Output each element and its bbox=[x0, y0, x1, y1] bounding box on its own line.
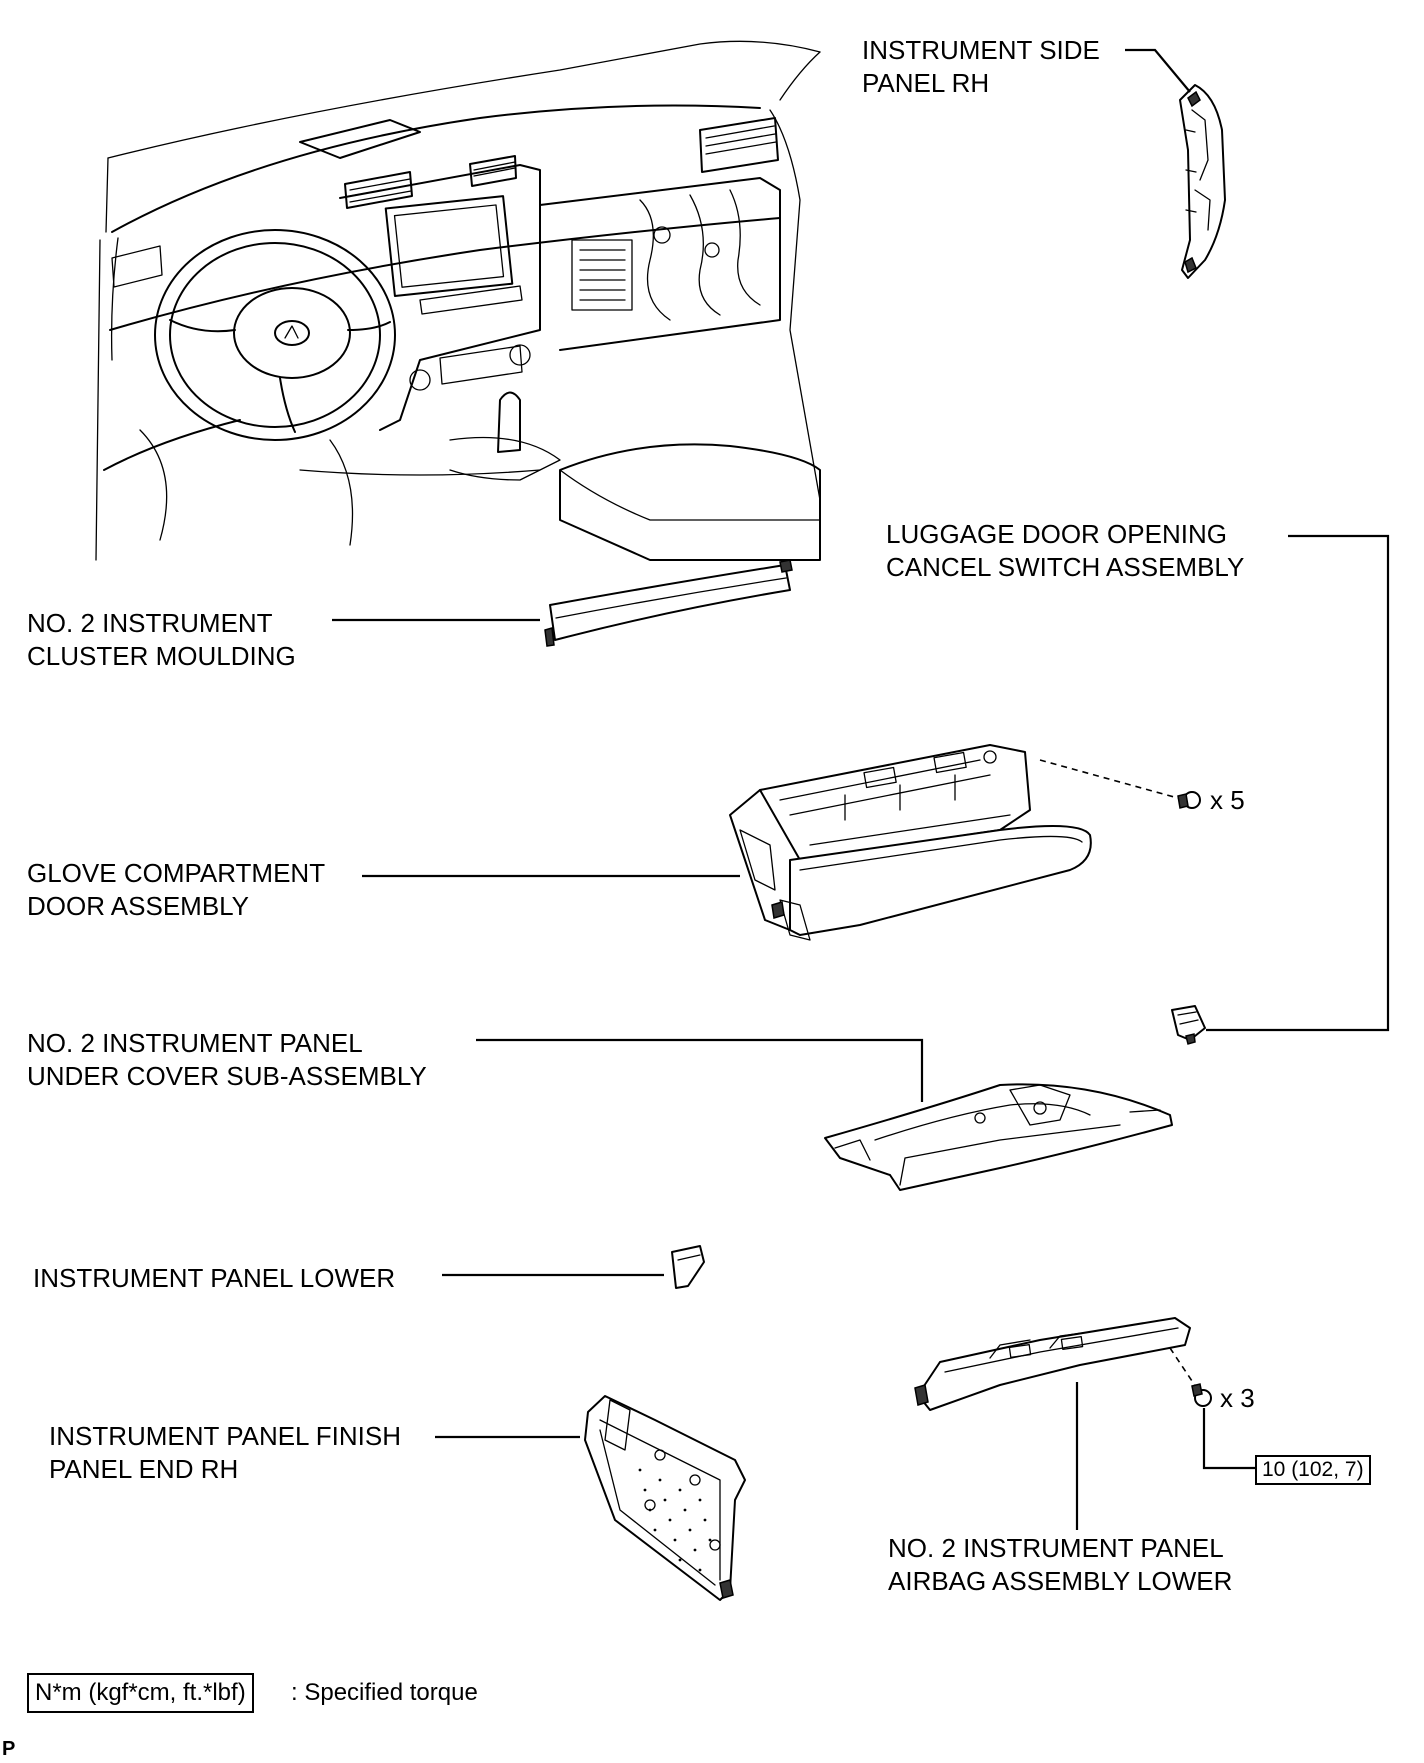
callout-instrument-panel-lower: INSTRUMENT PANEL LOWER bbox=[33, 1262, 395, 1295]
airbag-bolt-icon bbox=[1191, 1383, 1212, 1407]
callout-line: CANCEL SWITCH ASSEMBLY bbox=[886, 552, 1245, 582]
callout-no2-under-cover: NO. 2 INSTRUMENT PANEL UNDER COVER SUB-A… bbox=[27, 1027, 427, 1093]
torque-unit-legend-box: N*m (kgf*cm, ft.*lbf) bbox=[27, 1673, 254, 1713]
callout-line: INSTRUMENT SIDE bbox=[862, 35, 1100, 65]
callout-instrument-side-panel-rh: INSTRUMENT SIDE PANEL RH bbox=[862, 34, 1100, 100]
no2-airbag-assembly-lower-part bbox=[914, 1317, 1191, 1411]
torque-legend-description: : Specified torque bbox=[291, 1679, 478, 1706]
no2-under-cover-part bbox=[824, 1083, 1173, 1191]
callout-no2-cluster-moulding: NO. 2 INSTRUMENT CLUSTER MOULDING bbox=[27, 607, 296, 673]
callout-line: NO. 2 INSTRUMENT PANEL bbox=[27, 1028, 363, 1058]
callout-no2-airbag-assembly-lower: NO. 2 INSTRUMENT PANEL AIRBAG ASSEMBLY L… bbox=[888, 1532, 1232, 1598]
callout-finish-panel-end-rh: INSTRUMENT PANEL FINISH PANEL END RH bbox=[49, 1420, 401, 1486]
glove-screw-quantity: x 5 bbox=[1210, 785, 1245, 815]
instrument-panel-lower-part bbox=[671, 1245, 705, 1289]
dashboard-overview-illustration bbox=[95, 40, 821, 561]
callout-line: INSTRUMENT PANEL LOWER bbox=[33, 1263, 396, 1293]
callout-line: NO. 2 INSTRUMENT PANEL bbox=[888, 1533, 1224, 1563]
callout-line: UNDER COVER SUB-ASSEMBLY bbox=[27, 1061, 427, 1091]
airbag-bolt-quantity: x 3 bbox=[1220, 1383, 1255, 1413]
callout-line: INSTRUMENT PANEL FINISH bbox=[49, 1421, 402, 1451]
airbag-bolt-torque-box: 10 (102, 7) bbox=[1255, 1455, 1371, 1485]
callout-line: DOOR ASSEMBLY bbox=[27, 891, 250, 921]
callout-line: AIRBAG ASSEMBLY LOWER bbox=[888, 1566, 1233, 1596]
callout-line: PANEL RH bbox=[862, 68, 990, 98]
finish-panel-end-rh-part bbox=[584, 1395, 746, 1601]
page-mark: P bbox=[2, 1738, 16, 1760]
callout-line: NO. 2 INSTRUMENT bbox=[27, 608, 273, 638]
no2-cluster-moulding-part bbox=[544, 559, 793, 647]
callout-line: CLUSTER MOULDING bbox=[27, 641, 296, 671]
callout-luggage-door-cancel-switch: LUGGAGE DOOR OPENING CANCEL SWITCH ASSEM… bbox=[886, 518, 1244, 584]
instrument-side-panel-rh-part bbox=[1179, 84, 1226, 279]
callout-line: LUGGAGE DOOR OPENING bbox=[886, 519, 1227, 549]
glove-compartment-door-part bbox=[729, 744, 1092, 941]
callout-line: GLOVE COMPARTMENT bbox=[27, 858, 326, 888]
luggage-door-cancel-switch-part bbox=[1171, 1005, 1206, 1045]
callout-glove-compartment-door: GLOVE COMPARTMENT DOOR ASSEMBLY bbox=[27, 857, 325, 923]
glove-screw-icon bbox=[1177, 791, 1201, 809]
callout-line: PANEL END RH bbox=[49, 1454, 239, 1484]
